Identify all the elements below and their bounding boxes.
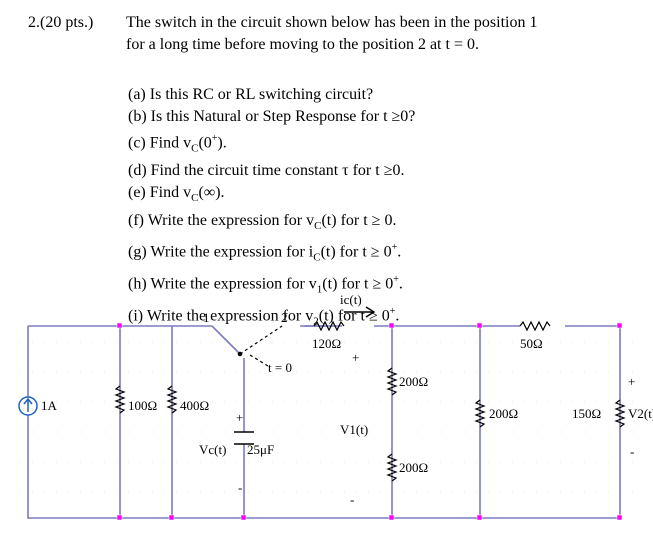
switch-time-label: t = 0 xyxy=(268,360,292,375)
resistor-150-label: 150Ω xyxy=(572,406,601,421)
part-text: Write the expression for i xyxy=(150,243,314,261)
switch-position-1: 1 xyxy=(203,310,210,325)
vc-plus: + xyxy=(236,410,243,425)
ic-label: ic(t) xyxy=(340,292,362,307)
question-part-f: (f) Write the expression for vC(t) for t… xyxy=(128,210,415,237)
resistor-100 xyxy=(114,385,126,414)
part-superscript: + xyxy=(389,305,396,317)
resistor-50 xyxy=(519,320,551,332)
source-label: 1A xyxy=(41,398,58,413)
v1-label: V1(t) xyxy=(340,422,368,437)
part-superscript: + xyxy=(391,242,398,254)
part-text-end: . xyxy=(397,243,402,261)
part-text-end: ). xyxy=(217,134,227,152)
vc-minus: - xyxy=(238,480,242,495)
part-subscript: C xyxy=(313,251,321,264)
part-label: (f) xyxy=(128,211,144,229)
part-label: (b) xyxy=(128,108,147,126)
resistor-100-label: 100Ω xyxy=(128,398,157,413)
part-text-mid: (t) for t ≥ 0. xyxy=(321,211,397,229)
question-part-d: (d) Find the circuit time constant τ for… xyxy=(128,160,415,182)
resistor-200-right-label: 200Ω xyxy=(489,406,518,421)
resistor-400 xyxy=(166,385,178,414)
part-text: Is this Natural or Step Response for t ≥… xyxy=(150,108,416,126)
problem-statement-line1: The switch in the circuit shown below ha… xyxy=(126,14,538,31)
part-text-mid: (t) for t ≥ 0 xyxy=(322,275,394,293)
part-text: Write the expression for v xyxy=(146,306,314,324)
part-label: (g) xyxy=(128,243,147,261)
part-text: Is this RC or RL switching circuit? xyxy=(149,86,374,103)
resistor-200-top xyxy=(386,367,398,396)
resistor-120-label: 120Ω xyxy=(312,336,341,351)
question-part-g: (g) Write the expression for iC(t) for t… xyxy=(128,237,415,269)
capacitor-label: 25μF xyxy=(247,442,274,457)
capacitor xyxy=(234,431,254,445)
v2-plus: + xyxy=(628,374,635,389)
part-text-mid: (0 xyxy=(198,134,212,152)
problem-statement-line2: for a long time before moving to the pos… xyxy=(126,36,479,53)
part-subscript: C xyxy=(314,219,322,232)
part-subscript: C xyxy=(191,192,199,205)
v1-plus: + xyxy=(352,350,359,365)
part-subscript: C xyxy=(191,142,199,155)
resistor-120 xyxy=(313,320,345,332)
part-text: Find the circuit time constant τ for t ≥… xyxy=(150,162,405,180)
question-part-a: (a) Is this RC or RL switching circuit? xyxy=(128,84,415,106)
part-label: (d) xyxy=(128,162,147,180)
vc-label: Vc(t) xyxy=(199,442,226,457)
resistor-200-bottom-label: 200Ω xyxy=(399,460,428,475)
ic-arrow-icon xyxy=(344,306,376,318)
part-subscript: 1 xyxy=(316,283,323,296)
part-label: (c) xyxy=(128,134,146,152)
resistor-200-bottom xyxy=(386,453,398,482)
question-parts-list: (a) Is this RC or RL switching circuit?(… xyxy=(128,84,415,332)
v2-minus: - xyxy=(630,444,634,459)
circuit-diagram: 1A 100Ω 400Ω 1 2 t = 0 + Vc(t) 25μF - ic… xyxy=(18,292,653,521)
part-subscript: 2 xyxy=(313,315,319,328)
part-label: (e) xyxy=(128,184,146,202)
resistor-150 xyxy=(614,399,626,428)
part-text-end: . xyxy=(398,275,403,293)
switch xyxy=(237,325,283,367)
part-text-mid: (t) for t ≥ 0 xyxy=(320,243,392,261)
resistor-200-right xyxy=(474,399,486,428)
part-text-mid: (∞). xyxy=(198,184,225,202)
wires xyxy=(27,325,621,519)
question-part-e: (e) Find vC(∞). xyxy=(128,182,415,209)
part-label: (a) xyxy=(128,86,146,103)
resistors xyxy=(114,320,626,482)
background-grid xyxy=(20,341,640,493)
resistor-200-top-label: 200Ω xyxy=(399,374,428,389)
part-text: Write the expression for v xyxy=(147,211,315,229)
part-text: Find v xyxy=(149,134,192,152)
question-part-b: (b) Is this Natural or Step Response for… xyxy=(128,106,415,128)
part-text: Find v xyxy=(149,184,192,202)
nodes xyxy=(116,322,623,521)
question-part-h: (h) Write the expression for v1(t) for t… xyxy=(128,269,415,301)
resistor-50-label: 50Ω xyxy=(520,336,543,351)
switch-position-2: 2 xyxy=(281,310,288,325)
part-label: (i) xyxy=(128,306,144,324)
part-label: (h) xyxy=(128,275,147,293)
part-text-end: . xyxy=(395,306,400,324)
v2-label: V2(t) xyxy=(628,406,653,421)
question-part-c: (c) Find vC(0+). xyxy=(128,128,415,160)
v1-minus: - xyxy=(350,492,354,507)
part-text: Write the expression for v xyxy=(150,275,317,293)
resistor-400-label: 400Ω xyxy=(180,398,209,413)
part-superscript: + xyxy=(211,133,218,145)
part-superscript: + xyxy=(393,273,399,285)
current-source xyxy=(18,396,38,416)
problem-number: 2.(20 pts.) xyxy=(28,14,94,31)
